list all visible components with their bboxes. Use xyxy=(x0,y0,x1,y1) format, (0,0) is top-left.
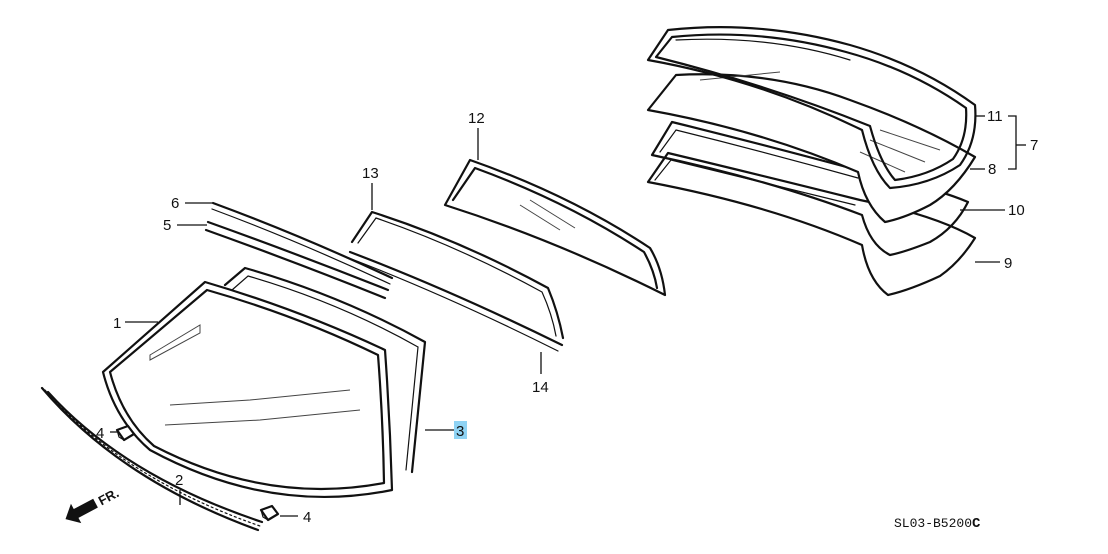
callout-11: 11 xyxy=(987,108,1003,125)
rear-window-glass[interactable] xyxy=(443,158,667,297)
clip-upper[interactable] xyxy=(115,424,136,442)
clip-lower[interactable] xyxy=(259,504,280,522)
windshield-glass[interactable] xyxy=(101,280,394,498)
callout-14: 14 xyxy=(532,379,549,396)
callout-12: 12 xyxy=(468,110,485,127)
callout-13: 13 xyxy=(362,165,379,182)
lower-weatherstrip[interactable] xyxy=(348,250,564,352)
diagram-code: SL03-B5200C xyxy=(894,516,981,532)
dam-rubber[interactable] xyxy=(211,201,394,285)
callout-6: 6 xyxy=(171,195,179,212)
callout-4-upper: 4 xyxy=(96,425,104,442)
front-direction-arrow: FR. xyxy=(65,485,122,524)
callout-5: 5 xyxy=(163,217,171,234)
front-direction-label: FR. xyxy=(96,485,122,508)
upper-molding[interactable] xyxy=(204,220,390,300)
hardtop-seal-10[interactable] xyxy=(650,120,970,257)
callout-10: 10 xyxy=(1008,202,1025,219)
callout-3-highlight xyxy=(454,421,467,439)
rear-window-molding[interactable] xyxy=(350,210,565,340)
callout-8: 8 xyxy=(988,161,996,178)
hardtop-glass-8[interactable] xyxy=(646,71,977,224)
callout-1: 1 xyxy=(113,315,121,332)
callout-7: 7 xyxy=(1030,137,1038,154)
callout-2: 2 xyxy=(175,472,183,489)
callout-3[interactable]: 3 xyxy=(456,423,464,440)
callout-4-lower: 4 xyxy=(303,509,311,526)
hardtop-frame-11[interactable] xyxy=(646,26,977,190)
windshield-molding[interactable] xyxy=(223,266,427,474)
lower-molding[interactable] xyxy=(40,386,264,532)
callout-9: 9 xyxy=(1004,255,1012,272)
